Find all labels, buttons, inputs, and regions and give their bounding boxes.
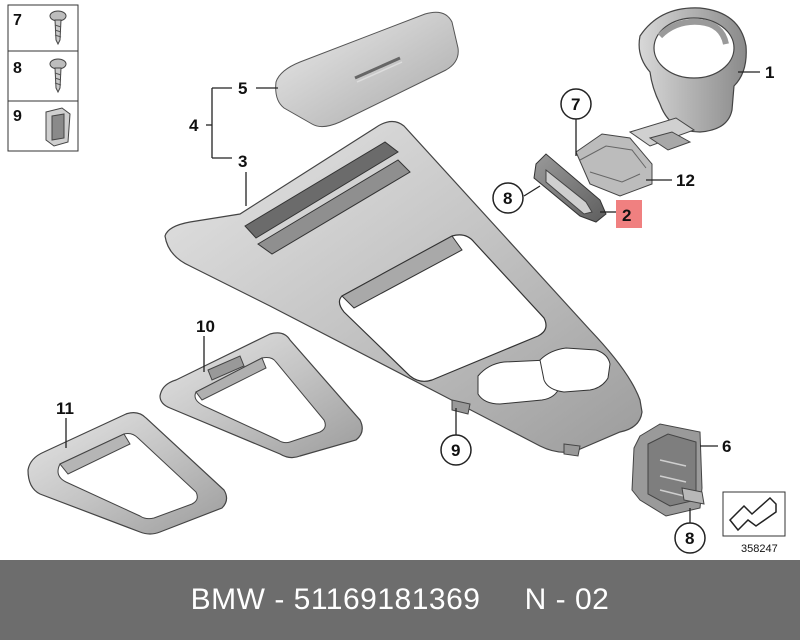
callout-9: 9 (451, 441, 460, 460)
clip-icon (45, 107, 71, 147)
callout-1: 1 (765, 63, 774, 82)
callout-7: 7 (571, 95, 580, 114)
screw-icon (49, 10, 67, 46)
callout-2: 2 (622, 206, 631, 225)
callout-11: 11 (56, 399, 74, 418)
control-module (631, 423, 705, 517)
part-number-footer: BMW - 51169181369 N - 02 (0, 560, 800, 640)
bracket (575, 133, 653, 197)
callout-8-module: 8 (685, 529, 694, 548)
callout-12: 12 (676, 171, 695, 190)
switch-panel (533, 153, 607, 223)
legend-number-7: 7 (13, 12, 22, 29)
highlighted-callout-box (616, 200, 642, 228)
surround-frame (27, 412, 228, 535)
screw-icon (49, 58, 67, 94)
parts-diagram: 7 8 9 (7, 4, 786, 555)
callout-5: 5 (238, 79, 247, 98)
legend-number-9: 9 (13, 108, 22, 125)
callout-10: 10 (196, 317, 215, 336)
callout-4: 4 (189, 116, 199, 135)
leader-lines (65, 71, 760, 524)
center-console-trim (164, 120, 643, 457)
gear-selector-trim (159, 332, 363, 459)
part-number-text: BMW - 51169181369 N - 02 (190, 583, 610, 616)
direction-arrow-icon (722, 491, 786, 537)
callout-8-switch: 8 (503, 189, 512, 208)
legend-number-8: 8 (13, 60, 22, 77)
storage-lid (275, 11, 459, 128)
callout-6: 6 (722, 437, 731, 456)
illustration-reference-number: 358247 (741, 543, 778, 555)
cup-holder-ring (628, 7, 747, 151)
callout-3: 3 (238, 152, 247, 171)
fastener-legend: 7 8 9 (7, 4, 79, 152)
